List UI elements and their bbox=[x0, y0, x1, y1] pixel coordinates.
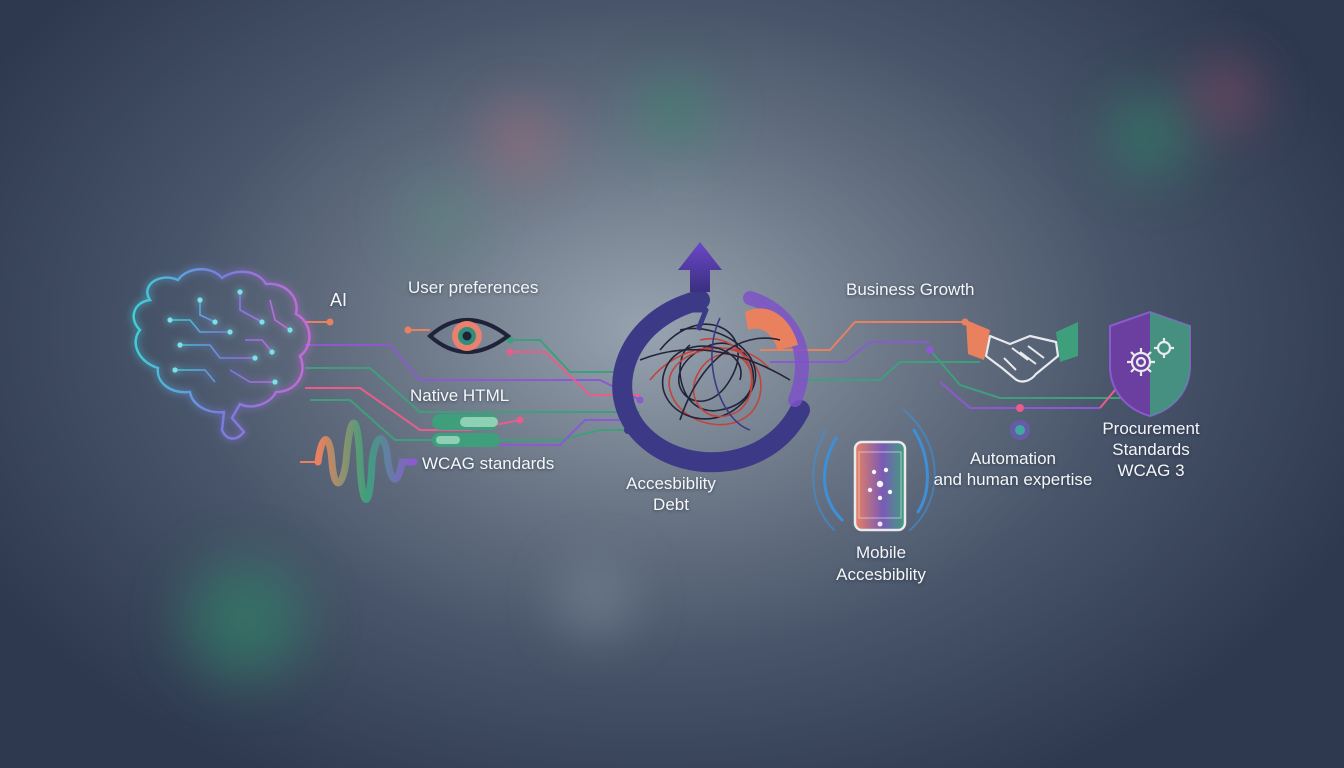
smartphone-icon bbox=[812, 409, 936, 532]
label-automation-line2: and human expertise bbox=[933, 470, 1093, 489]
label-procurement-line1: Procurement bbox=[1102, 419, 1200, 438]
label-user-preferences: User preferences bbox=[408, 278, 539, 297]
connector-line bbox=[500, 419, 630, 446]
connector-line bbox=[929, 349, 1130, 399]
connector-line bbox=[305, 367, 640, 413]
background-bokeh bbox=[185, 65, 1255, 680]
label-wcag-standards: WCAG standards bbox=[422, 454, 555, 473]
eye-icon bbox=[426, 318, 512, 354]
label-mobile-accessibility: Mobile Accesbiblity bbox=[836, 542, 926, 586]
handshake-icon bbox=[966, 320, 1078, 383]
connection-lines bbox=[305, 321, 1130, 446]
sound-wave-icon bbox=[300, 419, 418, 503]
label-procurement: Procurement Standards WCAG 3 bbox=[1102, 418, 1199, 481]
label-ai: AI bbox=[330, 290, 348, 310]
toggle-bars-icon bbox=[432, 414, 500, 447]
label-mobile-accessibility-line2: Accesbiblity bbox=[836, 565, 926, 584]
label-accessibility-debt: Accesbiblity Debt bbox=[626, 473, 716, 515]
label-accessibility-debt-line1: Accesbiblity bbox=[626, 474, 716, 493]
label-native-html: Native HTML bbox=[410, 386, 510, 405]
node-dot-icon bbox=[1010, 420, 1030, 440]
label-procurement-line2: Standards bbox=[1112, 440, 1190, 459]
tangle-cycle-icon bbox=[612, 290, 810, 473]
brain-circuit-icon bbox=[132, 268, 311, 440]
label-business-growth: Business Growth bbox=[846, 280, 975, 299]
shield-gears-icon bbox=[1109, 310, 1191, 418]
connector-line bbox=[510, 339, 630, 373]
up-arrow-icon bbox=[678, 242, 722, 331]
label-mobile-accessibility-line1: Mobile bbox=[855, 543, 907, 562]
label-automation-line1: Automation bbox=[970, 449, 1056, 468]
label-procurement-line3: WCAG 3 bbox=[1117, 461, 1185, 480]
label-accessibility-debt-line2: Debt bbox=[653, 495, 689, 514]
connector-line bbox=[939, 381, 1100, 409]
label-automation: Automation and human expertise bbox=[934, 448, 1093, 490]
